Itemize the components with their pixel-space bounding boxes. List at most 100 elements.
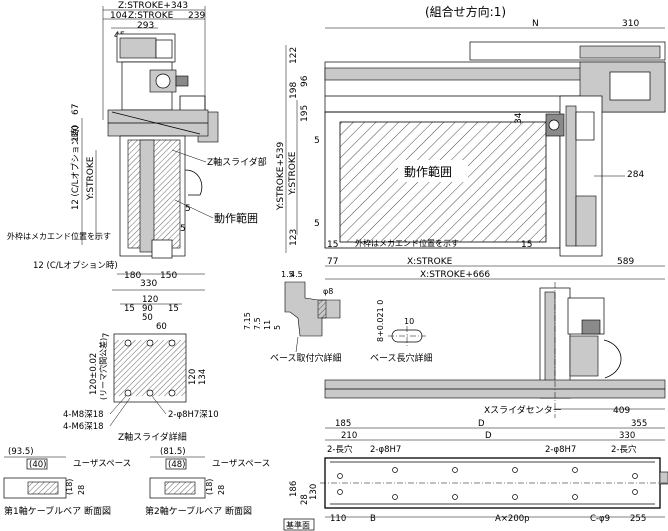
cable-box-hatch [164,481,196,495]
dim-4-5: 4.5 [290,270,303,279]
beam-brace [111,111,201,135]
datum-box [283,518,315,531]
dim-67: 67 [71,104,81,115]
base-hole [337,473,343,479]
dim-355: 355 [631,419,647,429]
z-end-block [151,239,173,259]
side-motor [581,319,601,335]
dim-a-200p: A×200p [495,514,530,524]
dim-120-tolerance: 120±0.02 [89,353,99,395]
dim-330-plan: 330 [619,431,635,441]
base-hole [392,467,398,473]
dim-120: 120 [71,125,81,142]
cable-section-1: (93.5) (40) ユーザスペース (18) 28 第1軸ケーブルベア 断面… [3,447,131,517]
dim-y-stroke: Y:STROKE [86,156,96,201]
dim-123: 123 [289,229,299,246]
datum-label: 基準面 [286,520,310,530]
dim-phi8: φ8 [323,287,333,296]
user-space-label-1: ユーザスペース [73,459,131,469]
z-slider-label: Z軸スライダ部 [207,156,267,168]
dim-18: (18) [65,479,74,495]
dim-93-5: (93.5) [8,447,34,457]
connector [175,75,189,87]
dim-y-stroke-main: Y:STROKE [288,151,298,196]
dim-589: 589 [617,257,634,267]
dim-28-2: 28 [217,485,226,495]
dim-5-z: 5 [185,204,191,214]
hole-label-slot-right: 2-長穴 [611,444,637,455]
dim-284: 284 [627,170,644,180]
dim-z-stroke-343: Z:STROKE+343 [118,1,188,11]
cable [184,169,203,196]
hole-label-m6: 4-M6深18 [63,422,104,432]
dim-185: 185 [335,419,351,429]
leader [171,149,207,163]
dim-8-tolerance: 8+0.021 0 [376,300,385,342]
hole [168,389,176,397]
dim-15-b: 15 [168,304,179,314]
cable-section-1-caption: 第1軸ケーブルベア 断面図 [4,505,111,517]
leader [151,395,167,415]
dim-7-5: 7.5 [253,317,262,330]
hole-label-phi8-left: 2-φ8H7 [370,445,401,455]
base-hole [632,473,638,479]
dim-15-a: 15 [124,304,135,314]
base-hole [452,494,458,500]
dim-y-stroke-539: Y:STROKE+539 [276,142,286,211]
dim-134: 134 [198,369,208,385]
cable-section-2-caption: 第2軸ケーブルベア 断面図 [145,505,252,517]
dim-34: 34 [514,112,524,124]
base-hole [392,494,398,500]
y-motor-shaft [548,119,560,131]
dim-409: 409 [613,406,630,416]
base-end [659,471,668,485]
n-label: N [532,19,539,29]
dim-5-mount: 5 [273,325,282,330]
dim-12-cl-option-vertical: 12 (C/Lオプション時) [71,125,81,210]
dim-x-stroke-666: X:STROKE+666 [420,270,490,280]
dim-5-upper: 5 [314,136,320,146]
frame-note-left: 外枠はメカエンド位置を示す [7,231,111,241]
dim-90: 90 [142,304,153,314]
motion-range-label-bg [398,160,468,182]
frame-note-main: 外枠はメカエンド位置を示す [355,238,459,248]
user-space-label-2: ユーザスペース [212,459,270,469]
dim-120-top: 120 [142,295,158,305]
dim-15-right: 15 [521,240,532,250]
dim-104: 104 [110,11,127,21]
dim-28-plan: 28 [300,494,310,505]
z-slider-hatch [114,340,186,396]
side-rail [544,291,556,393]
dim-180: 180 [124,271,141,281]
motor-cover [119,37,157,59]
base-hole [572,494,578,500]
dim-11: 11 [263,320,272,330]
dim-12-cl-option-horizontal: 12 (C/Lオプション時) [33,261,118,271]
leader [109,395,127,415]
x-motor-top [579,45,661,59]
dim-110: 110 [330,514,346,524]
bolt-hole [317,299,327,319]
dim-d-second: D [485,431,492,441]
leader [174,199,214,219]
dim-d-top: D [478,419,485,429]
x-slider-center-label: Xスライダセンター [484,404,562,416]
dim-x-stroke: X:STROKE [407,257,453,267]
side-view: Xスライダセンター 409 [324,282,666,418]
base-hole [572,467,578,473]
hole [146,339,154,347]
hole [124,389,132,397]
cable-box-hatch [27,481,59,495]
y-connector [575,111,595,141]
dim-40: (40) [29,460,46,470]
dim-255: 255 [630,514,646,524]
x-slider-plate [609,71,651,101]
dim-50: 50 [142,313,153,323]
side-cable [603,339,622,379]
hole [124,339,132,347]
base-slot-detail: 8+0.021 0 10 ベース長穴詳細 [370,300,433,364]
dim-b: B [370,514,376,524]
leader [295,336,299,353]
dim-122: 122 [289,47,299,64]
